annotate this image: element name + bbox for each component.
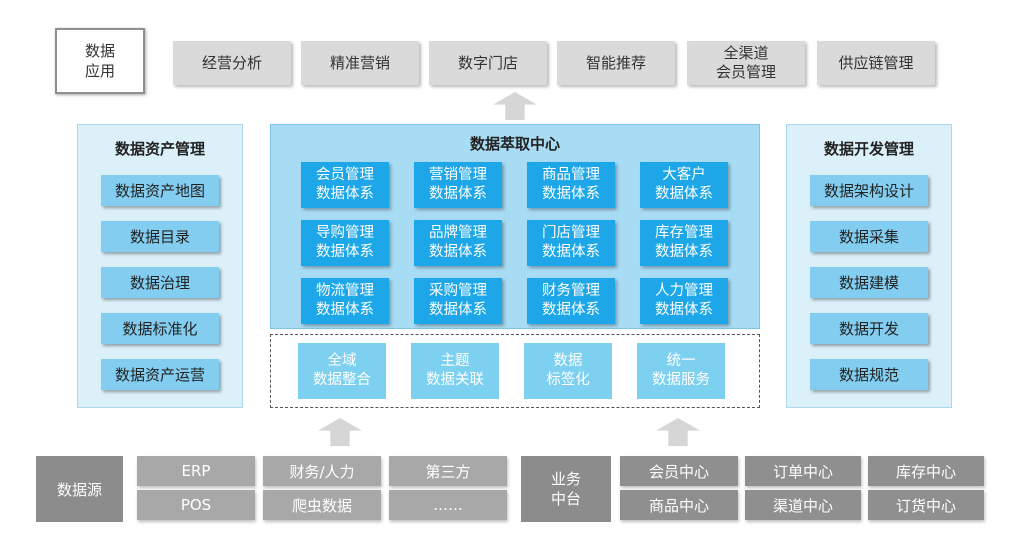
- system-finance: 财务管理 数据体系: [527, 278, 615, 324]
- asset-item-governance: 数据治理: [101, 267, 219, 298]
- app-item-omnichannel-member: 全渠道 会员管理: [687, 41, 805, 85]
- business-middle-label: 业务 中台: [521, 456, 611, 522]
- dev-management-title: 数据开发管理: [823, 139, 914, 158]
- dev-item-collection: 数据采集: [810, 221, 928, 252]
- source-crawler: 爬虫数据: [263, 490, 381, 520]
- app-item-precision-marketing: 精准营销: [301, 41, 419, 85]
- system-procurement: 采购管理 数据体系: [414, 278, 502, 324]
- system-member: 会员管理 数据体系: [301, 162, 389, 208]
- dev-item-architecture: 数据架构设计: [810, 175, 928, 206]
- system-product: 商品管理 数据体系: [527, 162, 615, 208]
- system-store: 门店管理 数据体系: [527, 220, 615, 266]
- app-item-smart-recommend: 智能推荐: [557, 41, 675, 85]
- app-item-digital-store: 数字门店: [429, 41, 547, 85]
- system-guide: 导购管理 数据体系: [301, 220, 389, 266]
- center-ordering: 订货中心: [868, 490, 984, 520]
- arrow-up-icon: [318, 418, 362, 446]
- integration-tagging: 数据 标签化: [524, 343, 612, 399]
- system-marketing: 营销管理 数据体系: [414, 162, 502, 208]
- dev-item-modeling: 数据建模: [810, 267, 928, 298]
- asset-item-map: 数据资产地图: [101, 175, 219, 206]
- integration-global-data: 全域 数据整合: [298, 343, 386, 399]
- asset-item-operations: 数据资产运营: [101, 359, 219, 390]
- system-logistics: 物流管理 数据体系: [301, 278, 389, 324]
- extraction-center-title: 数据萃取中心: [469, 134, 560, 153]
- app-item-supply-chain: 供应链管理: [817, 41, 935, 85]
- dev-item-development: 数据开发: [810, 313, 928, 344]
- center-channel: 渠道中心: [745, 490, 861, 520]
- asset-item-catalog: 数据目录: [101, 221, 219, 252]
- center-inventory: 库存中心: [868, 456, 984, 486]
- app-item-business-analysis: 经营分析: [173, 41, 291, 85]
- system-inventory: 库存管理 数据体系: [640, 220, 728, 266]
- source-finance-hr: 财务/人力: [263, 456, 381, 486]
- integration-topic-association: 主题 数据关联: [411, 343, 499, 399]
- center-product: 商品中心: [620, 490, 738, 520]
- dev-item-specification: 数据规范: [810, 359, 928, 390]
- source-third-party: 第三方: [389, 456, 507, 486]
- asset-management-title: 数据资产管理: [114, 139, 205, 158]
- source-pos: POS: [137, 490, 255, 520]
- data-source-label: 数据源: [36, 456, 123, 522]
- center-member: 会员中心: [620, 456, 738, 486]
- asset-item-standardization: 数据标准化: [101, 313, 219, 344]
- source-erp: ERP: [137, 456, 255, 486]
- integration-unified-service: 统一 数据服务: [637, 343, 725, 399]
- system-brand: 品牌管理 数据体系: [414, 220, 502, 266]
- arrow-up-icon: [493, 92, 537, 120]
- center-order: 订单中心: [745, 456, 861, 486]
- system-hr: 人力管理 数据体系: [640, 278, 728, 324]
- data-app-label: 数据 应用: [55, 28, 145, 94]
- source-more: ……: [389, 490, 507, 520]
- system-key-account: 大客户 数据体系: [640, 162, 728, 208]
- arrow-up-icon: [656, 418, 700, 446]
